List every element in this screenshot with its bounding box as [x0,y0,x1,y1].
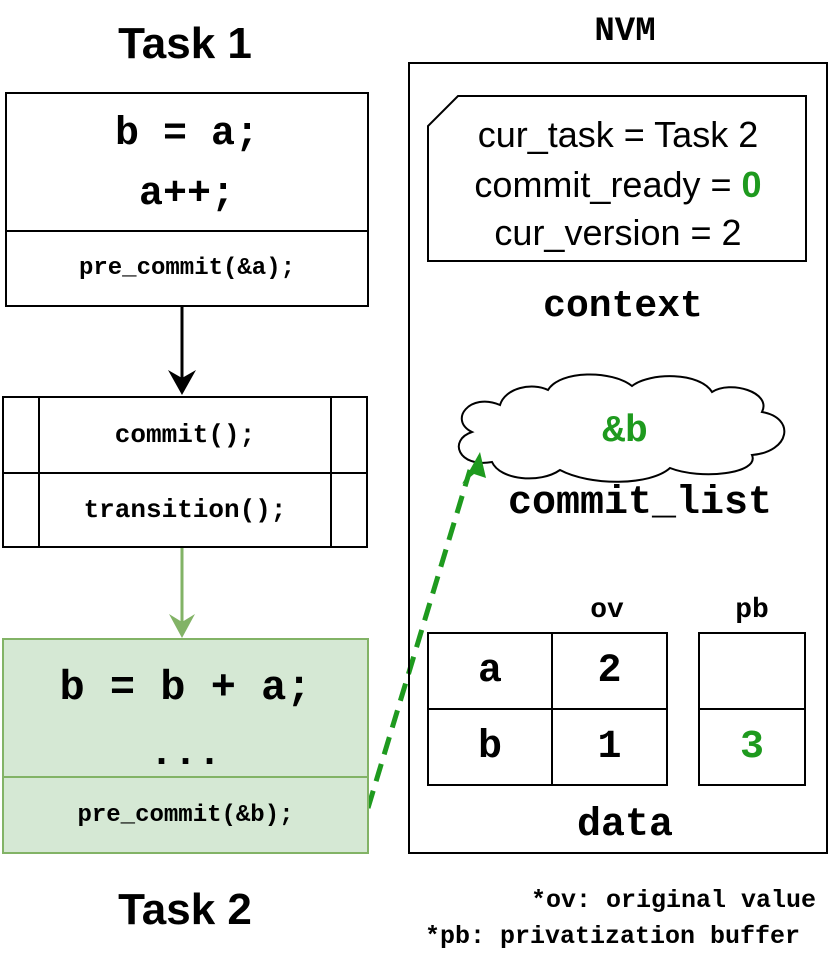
task1-to-transition-arrowhead [168,370,196,395]
pb-table: 3 [698,632,806,786]
data-row-b-ov: 1 [597,724,622,770]
data-row-b-var: b [477,724,502,770]
task1-code-line1: b = a; [114,111,260,157]
context-cur-task: cur_task = Task 2 [477,114,759,155]
context-box-outline [427,95,807,262]
task1-divider [7,230,367,232]
data-table: a 2 b 1 [427,632,668,786]
task1-precommit: pre_commit(&a); [78,255,296,282]
data-row-a-ov: 2 [597,648,622,694]
task1-title: Task 1 [118,19,252,68]
task1-code-line2: a++; [138,171,235,217]
context-commit-ready: commit_ready = 0 [430,162,806,208]
note-pb: *pb: privatization buffer [424,922,800,951]
transition-block: commit(); transition(); [2,396,368,548]
task2-code-line1: b = b + a; [59,664,312,712]
commit-call: commit(); [114,420,256,450]
transition-divider [4,472,366,474]
task1-code-box: b = a; a++; pre_commit(&a); [5,92,369,307]
note-ov: *ov: original value [530,886,816,915]
task2-title: Task 2 [118,885,252,934]
data-row-a-var: a [477,648,502,694]
data-header-ov: ov [590,594,624,626]
commit-ready-label: commit_ready = [474,164,742,205]
precommit-to-commitlist-arrowhead [462,452,486,484]
data-header-pb: pb [735,594,769,626]
task2-divider [4,776,367,778]
data-caption: data [576,802,673,848]
pb-row-b: 3 [739,724,764,770]
commit-list-caption: commit_list [507,480,773,526]
commit-ready-value: 0 [741,164,762,205]
task2-code-box: b = b + a; ... pre_commit(&b); [2,638,369,854]
context-caption: context [543,284,703,328]
pb-table-row-divider [700,708,804,710]
nvm-container [408,62,828,854]
context-cur-version: cur_version = 2 [494,212,742,253]
task2-precommit: pre_commit(&b); [77,801,294,829]
commit-list-cloud [457,373,786,483]
nvm-title: NVM [594,13,656,51]
transition-call: transition(); [83,495,287,525]
data-table-row-divider [429,708,666,710]
transition-to-task2-arrowhead [169,614,195,638]
commit-list-item: &b [602,409,648,453]
task2-code-line2: ... [149,731,222,777]
precommit-to-commitlist-dashed-arrow [365,469,473,809]
pb-row-a [700,634,804,708]
